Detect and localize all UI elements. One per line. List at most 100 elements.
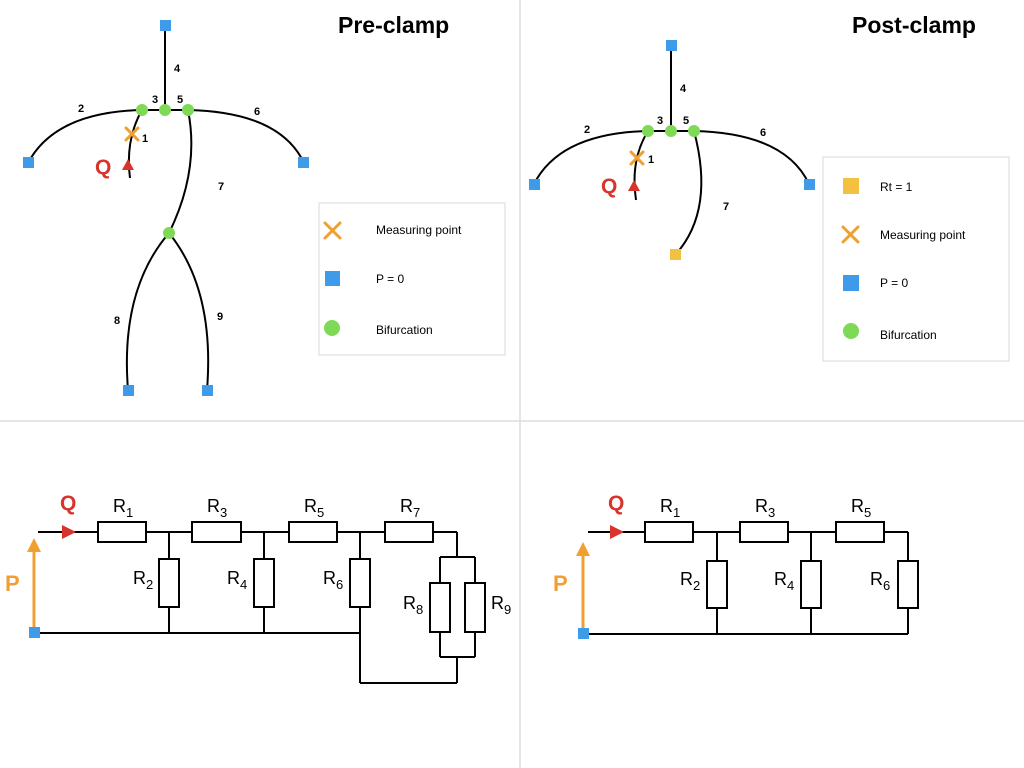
- label-r5: R5: [304, 496, 324, 520]
- resistor-r6: [897, 560, 919, 609]
- pre-clamp-legend: Measuring point P = 0 Bifurcation: [318, 202, 506, 356]
- bifurcation-circle-icon: [163, 227, 175, 239]
- terminal-square-icon: [23, 157, 34, 168]
- rt-terminal-square-icon: [670, 249, 681, 260]
- yellow-square-icon: [843, 178, 859, 194]
- terminal-square-icon: [529, 179, 540, 190]
- ground-terminal-square-icon: [29, 627, 40, 638]
- resistor-r6: [349, 558, 371, 608]
- segment-label-7: 7: [218, 181, 224, 193]
- legend-label-bifurcation: Bifurcation: [880, 328, 937, 342]
- label-r3: R3: [207, 496, 227, 520]
- terminal-square-icon: [804, 179, 815, 190]
- flow-label: Q: [601, 175, 617, 198]
- segment-label-3: 3: [657, 115, 663, 127]
- green-circle-icon: [843, 323, 859, 339]
- cross-icon: [323, 221, 342, 240]
- segment-label-7: 7: [723, 201, 729, 213]
- legend-label-rt: Rt = 1: [880, 180, 913, 194]
- pressure-arrow-icon: [27, 538, 41, 552]
- measuring-point-cross-icon: [629, 150, 645, 166]
- segment-label-1: 1: [142, 133, 148, 145]
- vessel-segment-8: [125, 232, 170, 391]
- green-circle-icon: [324, 320, 340, 336]
- vessel-segment-6: [693, 130, 810, 185]
- segment-label-9: 9: [217, 311, 223, 323]
- resistor-r3: [739, 521, 789, 543]
- terminal-square-icon: [160, 20, 171, 31]
- post-clamp-title: Post-clamp: [852, 12, 976, 38]
- segment-label-4: 4: [174, 63, 181, 75]
- segment-label-3: 3: [152, 94, 158, 106]
- resistor-r3: [191, 521, 242, 543]
- terminal-square-icon: [202, 385, 213, 396]
- vessel-segment-1: [127, 109, 143, 179]
- flow-label: Q: [95, 156, 111, 179]
- segment-label-2: 2: [584, 124, 590, 136]
- vessel-segment-7: [675, 130, 703, 255]
- measuring-point-cross-icon: [124, 126, 140, 142]
- label-r9: R9: [491, 593, 511, 617]
- segment-label-8: 8: [114, 315, 120, 327]
- segment-label-5: 5: [177, 94, 183, 106]
- flow-arrow-icon: [122, 159, 134, 170]
- segment-label-6: 6: [254, 106, 260, 118]
- legend-label-p-zero: P = 0: [880, 276, 908, 290]
- pressure-arrow-icon: [576, 542, 590, 556]
- circuit-flow-label: Q: [60, 492, 76, 515]
- resistor-r2: [158, 558, 180, 608]
- flow-arrow-icon: [628, 180, 640, 191]
- terminal-square-icon: [666, 40, 677, 51]
- circuit-pressure-label: P: [5, 571, 20, 596]
- bifurcation-circle-icon: [182, 104, 194, 116]
- label-r2: R2: [133, 568, 153, 592]
- bifurcation-circle-icon: [642, 125, 654, 137]
- post-clamp-legend: Rt = 1 Measuring point P = 0 Bifurcation: [822, 156, 1010, 362]
- vessel-segment-6: [187, 109, 305, 164]
- label-r7: R7: [400, 496, 420, 520]
- resistor-r5: [835, 521, 885, 543]
- post-clamp-panel: Post-clamp Q 1 2 3 4 5 6 7 Rt = 1: [529, 12, 1010, 362]
- bifurcation-circle-icon: [159, 104, 171, 116]
- legend-label-measuring-point: Measuring point: [880, 228, 966, 242]
- circuit-pressure-label: P: [553, 571, 568, 596]
- resistor-r4: [253, 558, 275, 608]
- bifurcation-circle-icon: [688, 125, 700, 137]
- cross-icon: [841, 225, 860, 244]
- blue-square-icon: [843, 275, 859, 291]
- terminal-square-icon: [123, 385, 134, 396]
- segment-label-2: 2: [78, 103, 84, 115]
- terminal-square-icon: [298, 157, 309, 168]
- vessel-segment-1: [633, 130, 649, 201]
- resistor-r1: [97, 521, 147, 543]
- bifurcation-circle-icon: [665, 125, 677, 137]
- label-r5: R5: [851, 496, 871, 520]
- legend-label-measuring-point: Measuring point: [376, 223, 462, 237]
- label-r1: R1: [113, 496, 133, 520]
- label-r2: R2: [680, 569, 700, 593]
- legend-label-bifurcation: Bifurcation: [376, 323, 433, 337]
- segment-label-1: 1: [648, 154, 654, 166]
- post-clamp-circuit: Q P R1 R3 R5 R2 R4 R6: [553, 492, 919, 639]
- label-r4: R4: [227, 568, 247, 592]
- resistor-r1: [644, 521, 694, 543]
- circuit-flow-label: Q: [608, 492, 624, 515]
- label-r6: R6: [323, 568, 343, 592]
- resistor-r5: [288, 521, 338, 543]
- vessel-segment-2: [533, 130, 649, 185]
- resistor-r2: [706, 560, 728, 609]
- ground-terminal-square-icon: [578, 628, 589, 639]
- segment-label-5: 5: [683, 115, 689, 127]
- resistor-r9: [464, 582, 486, 633]
- pre-clamp-title: Pre-clamp: [338, 12, 449, 38]
- bifurcation-circle-icon: [136, 104, 148, 116]
- label-r1: R1: [660, 496, 680, 520]
- label-r6: R6: [870, 569, 890, 593]
- label-r3: R3: [755, 496, 775, 520]
- resistor-r7: [384, 521, 434, 543]
- vessel-segment-2: [27, 109, 143, 164]
- label-r8: R8: [403, 593, 423, 617]
- flow-arrow-icon: [610, 525, 624, 539]
- label-r4: R4: [774, 569, 794, 593]
